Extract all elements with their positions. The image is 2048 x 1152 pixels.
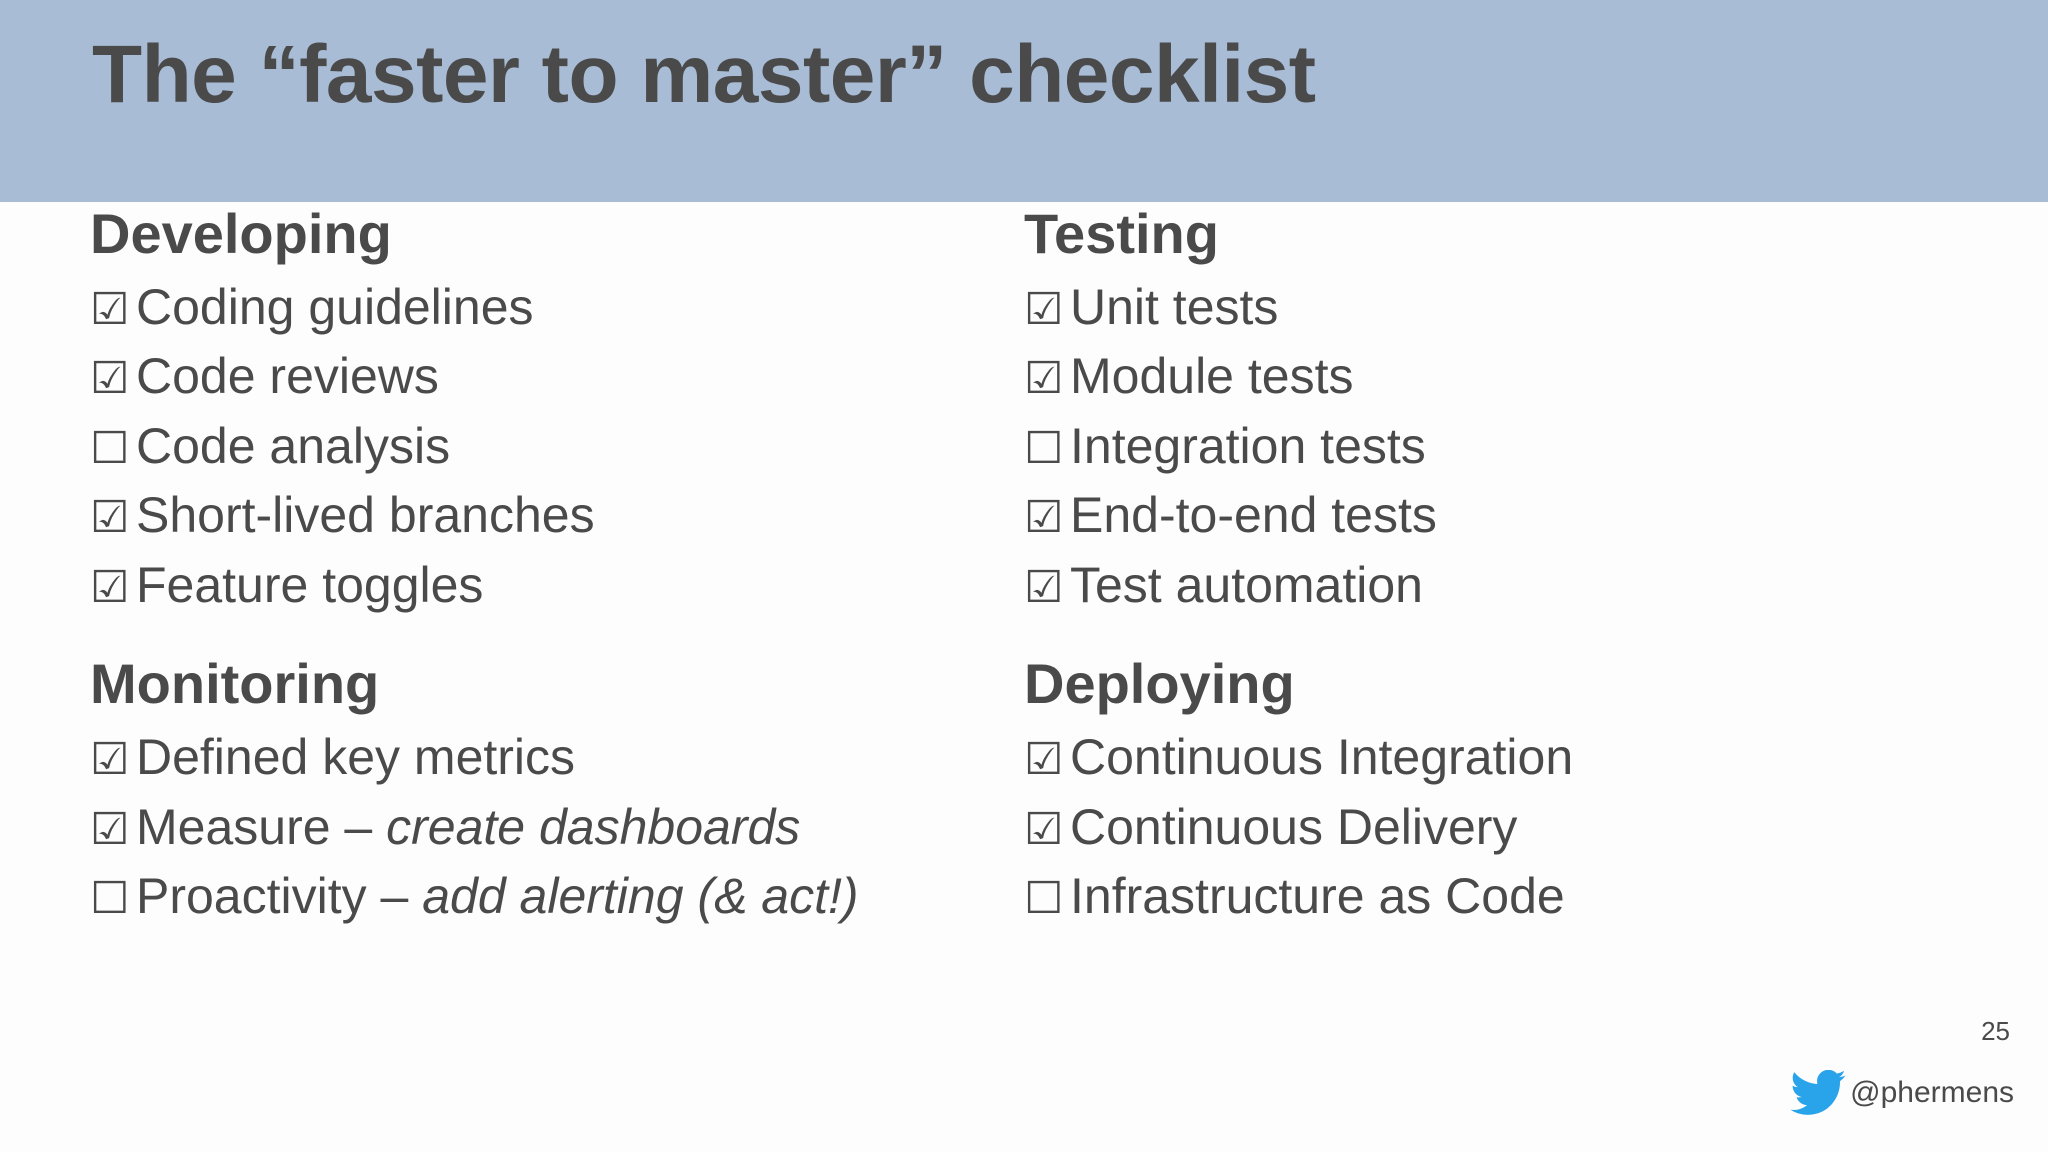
check-item-text: Module tests bbox=[1070, 348, 1354, 405]
check-list-item[interactable]: ☑Code reviews bbox=[90, 342, 964, 412]
check-item-text: Continuous Integration bbox=[1070, 729, 1574, 786]
checkbox-checked-icon[interactable]: ☑ bbox=[90, 492, 130, 544]
section-heading: Deploying bbox=[1024, 652, 1295, 716]
check-list-item[interactable]: ☑End-to-end tests bbox=[1024, 481, 1928, 551]
check-list: ☑Continuous Integration☑Continuous Deliv… bbox=[1024, 723, 1928, 932]
check-list-item[interactable]: ☐Infrastructure as Code bbox=[1024, 862, 1928, 932]
check-list-item[interactable]: ☑Continuous Integration bbox=[1024, 723, 1928, 793]
checklist-column-left: Developing☑Coding guidelines☑Code review… bbox=[0, 202, 964, 938]
check-item-label: Integration tests bbox=[1070, 412, 1426, 482]
check-item-text: Continuous Delivery bbox=[1070, 798, 1518, 855]
check-item-emphasis: add alerting (& act!) bbox=[422, 868, 859, 925]
check-item-text: End-to-end tests bbox=[1070, 487, 1437, 544]
checkbox-checked-icon[interactable]: ☑ bbox=[1024, 803, 1064, 855]
check-item-text: Feature toggles bbox=[136, 556, 484, 613]
check-item-label: Code analysis bbox=[136, 412, 450, 482]
checkbox-checked-icon[interactable]: ☑ bbox=[90, 353, 130, 405]
check-item-label: Defined key metrics bbox=[136, 723, 575, 793]
checkbox-unchecked-icon[interactable]: ☐ bbox=[90, 873, 130, 925]
page-title: The “faster to master” checklist bbox=[92, 29, 1316, 120]
check-item-label: Infrastructure as Code bbox=[1070, 862, 1565, 932]
check-item-label: Continuous Integration bbox=[1070, 723, 1573, 793]
checklist-columns: Developing☑Coding guidelines☑Code review… bbox=[0, 202, 2048, 938]
check-item-label: Test automation bbox=[1070, 551, 1423, 621]
check-item-text: Infrastructure as Code bbox=[1070, 868, 1565, 925]
check-item-label: Module tests bbox=[1070, 342, 1353, 412]
check-item-text: Measure – bbox=[136, 798, 387, 855]
check-list-item[interactable]: ☐Code analysis bbox=[90, 412, 964, 482]
section-heading: Monitoring bbox=[90, 652, 380, 716]
check-list-item[interactable]: ☑Short-lived branches bbox=[90, 481, 964, 551]
checkbox-checked-icon[interactable]: ☑ bbox=[90, 561, 130, 613]
checklist-section: Testing☑Unit tests☑Module tests☐Integrat… bbox=[1024, 202, 1928, 620]
checkbox-checked-icon[interactable]: ☑ bbox=[90, 283, 130, 335]
check-list-item[interactable]: ☑Test automation bbox=[1024, 551, 1928, 621]
twitter-handle: @phermens bbox=[1850, 1076, 2014, 1109]
checkbox-checked-icon[interactable]: ☑ bbox=[1024, 561, 1064, 613]
check-item-label: End-to-end tests bbox=[1070, 481, 1437, 551]
check-item-text: Test automation bbox=[1070, 556, 1423, 613]
check-item-label: Feature toggles bbox=[136, 551, 483, 621]
check-list-item[interactable]: ☑Module tests bbox=[1024, 342, 1928, 412]
check-item-label: Code reviews bbox=[136, 342, 439, 412]
checklist-section: Developing☑Coding guidelines☑Code review… bbox=[90, 202, 964, 620]
twitter-bird-icon bbox=[1790, 1069, 1846, 1116]
checkbox-checked-icon[interactable]: ☑ bbox=[90, 734, 130, 786]
slide-number: 25 bbox=[1981, 1016, 2010, 1046]
checklist-section: Monitoring☑Defined key metrics☑Measure –… bbox=[90, 652, 964, 931]
check-list-item[interactable]: ☐Proactivity – add alerting (& act!) bbox=[90, 862, 964, 932]
check-item-emphasis: create dashboards bbox=[386, 798, 801, 855]
checkbox-checked-icon[interactable]: ☑ bbox=[90, 803, 130, 855]
check-list: ☑Coding guidelines☑Code reviews☐Code ana… bbox=[90, 273, 964, 621]
slide-body: Developing☑Coding guidelines☑Code review… bbox=[0, 202, 2048, 1152]
check-list-item[interactable]: ☑Feature toggles bbox=[90, 551, 964, 621]
checkbox-checked-icon[interactable]: ☑ bbox=[1024, 492, 1064, 544]
checkbox-unchecked-icon[interactable]: ☐ bbox=[90, 422, 130, 474]
checklist-column-right: Testing☑Unit tests☑Module tests☐Integrat… bbox=[964, 202, 1928, 938]
check-item-text: Unit tests bbox=[1070, 278, 1279, 335]
check-list-item[interactable]: ☑Coding guidelines bbox=[90, 273, 964, 343]
check-list-item[interactable]: ☑Unit tests bbox=[1024, 273, 1928, 343]
check-list-item[interactable]: ☐Integration tests bbox=[1024, 412, 1928, 482]
check-item-text: Code analysis bbox=[136, 417, 451, 474]
checkbox-checked-icon[interactable]: ☑ bbox=[1024, 283, 1064, 335]
check-item-label: Unit tests bbox=[1070, 273, 1278, 343]
check-item-label: Proactivity – add alerting (& act!) bbox=[136, 862, 859, 932]
section-heading: Developing bbox=[90, 202, 392, 265]
slide-footer: 25 @phermens bbox=[1720, 1016, 2020, 1126]
check-item-text: Short-lived branches bbox=[136, 487, 595, 544]
checkbox-checked-icon[interactable]: ☑ bbox=[1024, 734, 1064, 786]
check-list: ☑Defined key metrics☑Measure – create da… bbox=[90, 723, 964, 932]
checkbox-unchecked-icon[interactable]: ☐ bbox=[1024, 422, 1064, 474]
check-list: ☑Unit tests☑Module tests☐Integration tes… bbox=[1024, 273, 1928, 621]
check-list-item[interactable]: ☑Measure – create dashboards bbox=[90, 793, 964, 863]
check-item-label: Measure – create dashboards bbox=[136, 793, 800, 863]
checklist-section: Deploying☑Continuous Integration☑Continu… bbox=[1024, 652, 1928, 931]
check-item-label: Continuous Delivery bbox=[1070, 793, 1517, 863]
check-item-label: Coding guidelines bbox=[136, 273, 534, 343]
check-item-text: Defined key metrics bbox=[136, 729, 576, 786]
check-list-item[interactable]: ☑Continuous Delivery bbox=[1024, 793, 1928, 863]
check-item-text: Code reviews bbox=[136, 348, 439, 405]
twitter-credit[interactable]: @phermens bbox=[1790, 1069, 2014, 1116]
check-item-text: Integration tests bbox=[1070, 417, 1426, 474]
check-list-item[interactable]: ☑Defined key metrics bbox=[90, 723, 964, 793]
check-item-text: Coding guidelines bbox=[136, 278, 534, 335]
slide-header-band: The “faster to master” checklist bbox=[0, 0, 2048, 202]
checkbox-checked-icon[interactable]: ☑ bbox=[1024, 353, 1064, 405]
section-heading: Testing bbox=[1024, 202, 1219, 265]
check-item-text: Proactivity – bbox=[136, 868, 423, 925]
checkbox-unchecked-icon[interactable]: ☐ bbox=[1024, 873, 1064, 925]
check-item-label: Short-lived branches bbox=[136, 481, 595, 551]
